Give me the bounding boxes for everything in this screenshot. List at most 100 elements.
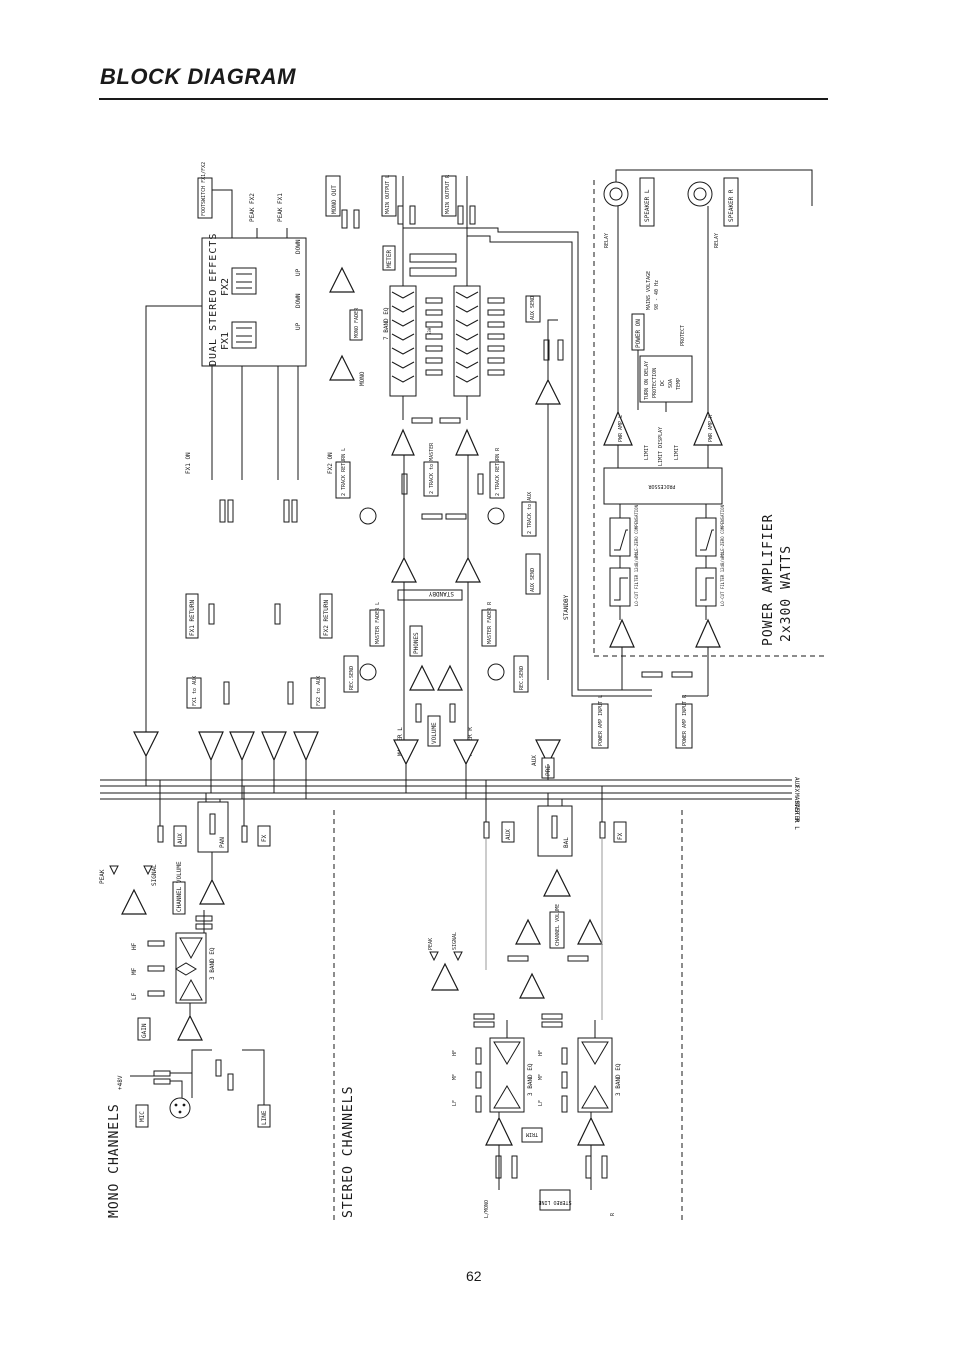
two-track-to-aux-label: 2 TRACK to AUX — [527, 492, 533, 534]
stereo-lf-r-label: LF — [538, 1100, 544, 1106]
l-mono-label: L/MONO — [484, 1200, 490, 1218]
pole-zero-l-label: POLE-ZERO COMPENSATION — [634, 504, 639, 558]
r-label: R — [610, 1212, 616, 1216]
main-output-r-label: MAIN OUTPUT R — [445, 174, 451, 214]
title-rule — [99, 98, 828, 100]
lo-cut-r-label: LO-CUT FILTER 12dB/oct. — [720, 551, 725, 606]
stereo-fx-label: FX — [617, 832, 624, 840]
mono-eq-block — [175, 932, 207, 1004]
speaker-r-label: SPEAKER R — [728, 189, 735, 222]
page-number: 62 — [466, 1268, 482, 1284]
rec-send-r-label: REC.SEND — [519, 666, 525, 690]
pwr-amp-l-label: PWR AMP L — [618, 415, 624, 442]
mono-out-label: MONO OUT — [331, 185, 338, 214]
stereo-eq-r — [577, 1037, 613, 1113]
stereo-channel: STEREO CHANNELS L/MONO R STEREO LINE TRI… — [341, 780, 627, 1218]
bus-label-aux: AUX — [793, 777, 800, 788]
line-label: LINE — [261, 1110, 268, 1125]
power-amp-watts-label: 2x300 WATTS — [779, 545, 794, 642]
meter-r — [409, 267, 457, 277]
mono-fader-amp — [199, 878, 225, 905]
footswitch-label: FOOTSWITCH FX1/FX2 — [201, 162, 207, 216]
bus-label-fx: FX — [793, 785, 800, 793]
protect-label: PROTECT — [680, 325, 686, 346]
fx2-to-aux-label: FX2 to AUX — [316, 676, 322, 706]
peak-detector — [121, 888, 147, 915]
standby-box-label: STANDBY — [428, 590, 454, 597]
stereo-eq-r-label: 3 BAND EQ — [615, 1063, 622, 1096]
fx-section: DUAL STEREO EFFECTS FX1 FX2 UP DOWN UP D… — [133, 162, 334, 799]
mono-eq-label: 3 BAND EQ — [209, 947, 216, 980]
protection-label: PROTECTION — [652, 368, 658, 398]
peak-fx1-label: PEAK FX1 — [277, 193, 284, 222]
bus-label-master-r: MASTER R — [793, 793, 800, 822]
stereo-lf-l-label: LF — [452, 1100, 458, 1106]
limit-l-label: LIMIT — [644, 445, 650, 460]
trim-label: TRIM — [526, 1131, 538, 1137]
dc-label: DC — [660, 380, 666, 386]
speaker-l-label: SPEAKER L — [644, 189, 651, 222]
limit-display-label: LIMIT DISPLAY — [658, 427, 664, 466]
aux-send-top-label: AUX SEND — [530, 296, 536, 320]
stereo-hf-l-label: HF — [452, 1050, 458, 1056]
pwr-amp-r-label: PWR AMP R — [708, 414, 714, 442]
block-diagram: AUX FX MASTER R MASTER L MONO CHANNELS M… — [99, 162, 828, 1220]
stereo-channel-volume-label: CHANNEL VOLUME — [555, 904, 561, 946]
channel-volume-label: CHANNEL VOLUME — [176, 861, 183, 912]
stereo-signal-label: SIGNAL — [452, 932, 458, 950]
mic-label: MIC — [139, 1111, 146, 1122]
bal-label: BAL — [563, 837, 570, 848]
page-title: BLOCK DIAGRAM — [100, 64, 296, 89]
peak-label: PEAK — [99, 869, 106, 884]
two-track-to-master-label: 2 TRACK to MASTER — [429, 442, 435, 494]
pan-label: PAN — [219, 837, 226, 848]
stereo-hf-r-label: HF — [538, 1050, 544, 1056]
processor-block — [603, 467, 723, 505]
mix-buses: AUX FX MASTER R MASTER L — [100, 777, 800, 830]
phantom-label: +48V — [117, 1075, 124, 1090]
fx1-display — [231, 321, 257, 349]
fx-send-amp — [133, 731, 159, 758]
power-on-label: POWER ON — [635, 319, 642, 348]
pole-zero-r-label: POLE-ZERO COMPENSATION — [720, 504, 725, 558]
stereo-channels-label: STEREO CHANNELS — [341, 1086, 356, 1218]
fx2-down-label: DOWN — [295, 239, 302, 254]
stereo-mf-l-label: MF — [452, 1074, 458, 1080]
power-amp-section: SPEAKER L SPEAKER R RELAY RELAY MAINS VO… — [591, 169, 813, 749]
phones-label: PHONES — [413, 632, 420, 654]
power-amp-label: POWER AMPLIFIER — [761, 514, 776, 646]
aux-send-bottom-label: AUX SEND — [530, 568, 536, 592]
fx1-to-aux-label: FX1 to AUX — [192, 676, 198, 706]
fx1-return-label: FX1 RETURN — [189, 599, 196, 636]
stereo-eq-l — [489, 1037, 525, 1113]
turn-on-delay-label: TURN ON DELAY — [644, 361, 650, 400]
output-section: MONO OUT MAIN OUTPUT L MAIN OUTPUT R MET… — [325, 174, 652, 799]
signal-label: SIGNAL — [151, 864, 158, 886]
power-amp-input-l-label: POWER AMP INPUT L — [598, 695, 604, 746]
rec-send-l-label: REC.SEND — [349, 666, 355, 690]
main-output-l-label: MAIN OUTPUT L — [385, 175, 391, 214]
master-fader-l-label: MASTER FADER L — [375, 602, 381, 644]
graphic-eq-faders — [425, 297, 505, 376]
speaker-l-jack — [603, 181, 629, 207]
lo-cut-l-label: LO-CUT FILTER 12dB/oct. — [634, 551, 639, 606]
mono-aux-label: AUX — [177, 833, 184, 844]
meter-l — [409, 253, 457, 263]
xlr-input-icon — [169, 1097, 191, 1119]
fx2-up-label: UP — [295, 268, 302, 276]
speaker-r-jack — [687, 181, 713, 207]
processor-label: PROCESSOR — [647, 483, 675, 489]
fx1-down-label: DOWN — [295, 293, 302, 308]
two-track-return-r-label: 2 TRACK RETURN R — [495, 447, 501, 496]
mono-fx-label: FX — [261, 834, 268, 842]
standby-label: STANDBY — [563, 594, 570, 620]
limit-r-label: LIMIT — [674, 445, 680, 460]
fx2-label: FX2 — [220, 278, 231, 296]
volume-label: VOLUME — [431, 722, 438, 744]
relay-r-label: RELAY — [714, 233, 720, 248]
bus-label-master-l: MASTER L — [793, 801, 800, 830]
dual-effects-block — [201, 237, 307, 367]
master-fader-r-label: MASTER FADER R — [487, 601, 493, 644]
stereo-peak-label: PEAK — [428, 938, 434, 950]
fx2-display — [231, 267, 257, 295]
